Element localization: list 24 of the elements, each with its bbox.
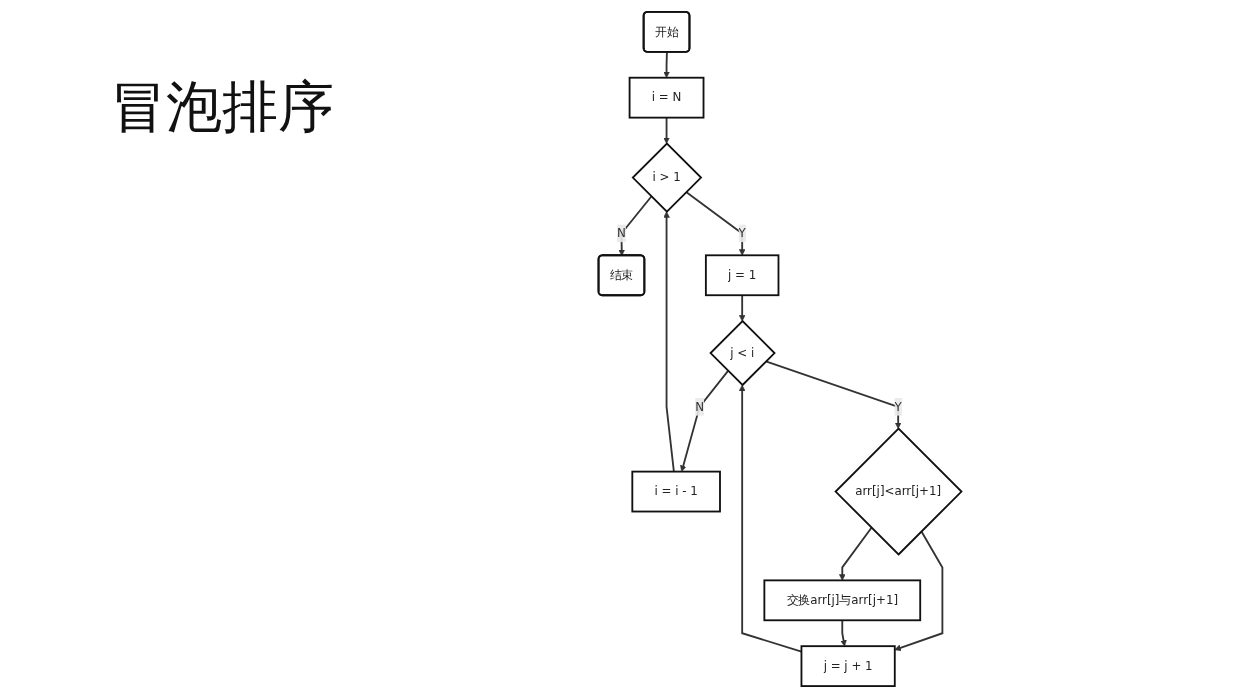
arrow	[663, 116, 670, 144]
node-diamond: j < i	[709, 319, 776, 387]
arrow	[618, 195, 653, 256]
arrow	[894, 530, 944, 651]
arrow	[685, 191, 746, 256]
arrow	[840, 619, 847, 647]
arrow	[765, 360, 902, 429]
arrow	[663, 211, 675, 473]
node-diamond: arr[j]<arr[j+1]	[834, 427, 963, 556]
arrow	[738, 294, 746, 322]
node-box: j = j + 1	[800, 645, 896, 687]
node-box: i = N	[628, 76, 705, 119]
diagram-title: 冒泡排序	[110, 73, 334, 141]
edge-label: Y	[738, 226, 746, 241]
arrow	[663, 51, 670, 78]
edge-label: N	[617, 226, 626, 241]
edge-label: Y	[894, 399, 902, 414]
node-box: i = i - 1	[631, 470, 721, 513]
node-box: j = 1	[704, 254, 780, 297]
edge-label: N	[695, 399, 704, 414]
arrow	[680, 369, 729, 472]
arrow	[839, 526, 873, 581]
node-diamond: i > 1	[631, 142, 703, 213]
node-box: 交换arr[j]与arr[j+1]	[763, 579, 922, 622]
